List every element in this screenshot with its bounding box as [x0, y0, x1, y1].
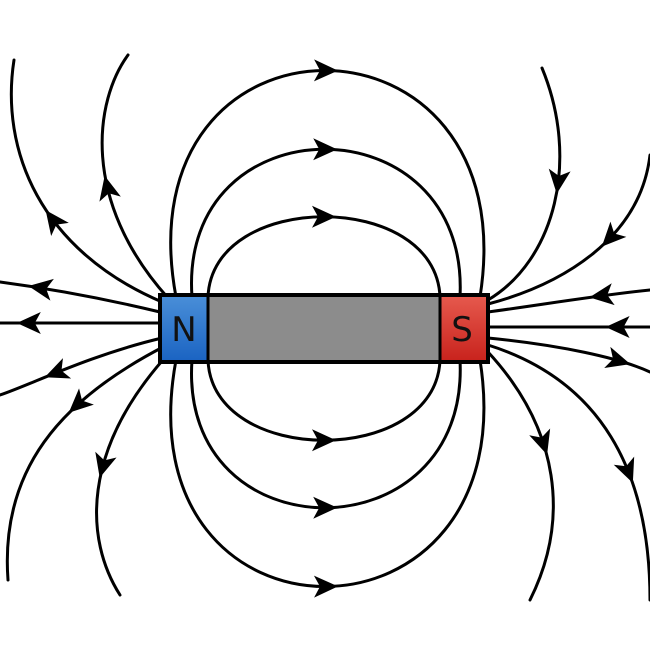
field-right-down-2 [486, 343, 650, 602]
field-left-up-2 [9, 58, 164, 304]
field-right-down-1 [486, 336, 650, 374]
bar-magnet: N S [158, 293, 490, 364]
arrowhead-icon [313, 496, 338, 519]
field-arc-bot-2 [190, 358, 462, 510]
arrowhead-icon [601, 221, 627, 247]
field-arc-top-2 [190, 147, 462, 299]
field-left-down-1 [0, 336, 164, 397]
field-left-flat-1 [0, 280, 162, 314]
field-left-down-3 [95, 350, 172, 597]
magnet-outline [158, 293, 490, 364]
field-left-up-1 [100, 53, 170, 300]
arrowhead-icon [313, 575, 338, 598]
arrowhead-icon [605, 316, 630, 338]
arrowhead-icon [45, 210, 69, 236]
field-arc-bot-1 [206, 358, 442, 442]
arrowhead-icon [589, 283, 615, 306]
south-pole-label: S [451, 310, 473, 350]
south-pole [440, 295, 488, 362]
field-right-up-1 [486, 66, 562, 302]
arrowhead-icon [44, 358, 72, 379]
arrowhead-icon [312, 429, 336, 452]
field-right-down-3 [486, 350, 555, 602]
arrowhead-icon [604, 346, 631, 369]
arrowhead-icon [16, 312, 41, 334]
arrowhead-icon [28, 278, 54, 301]
arrowhead-icon [313, 138, 338, 161]
field-right-flat-1 [486, 288, 650, 314]
arrowhead-icon [529, 428, 551, 455]
arrowhead-icon [312, 205, 336, 228]
arrowhead-icon [613, 456, 635, 483]
arrowhead-icon [313, 59, 338, 82]
field-left-down-2 [5, 344, 167, 582]
arrowhead-icon [95, 451, 117, 478]
field-arc-top-1 [206, 215, 442, 299]
north-pole [160, 295, 208, 362]
arrowhead-icon [548, 168, 571, 194]
north-pole-label: N [171, 310, 196, 350]
magnet-body [208, 295, 440, 362]
field-arrowheads [16, 59, 635, 598]
field-right-up-2 [486, 153, 650, 306]
arrowhead-icon [99, 175, 121, 202]
arrowhead-icon [68, 388, 94, 413]
